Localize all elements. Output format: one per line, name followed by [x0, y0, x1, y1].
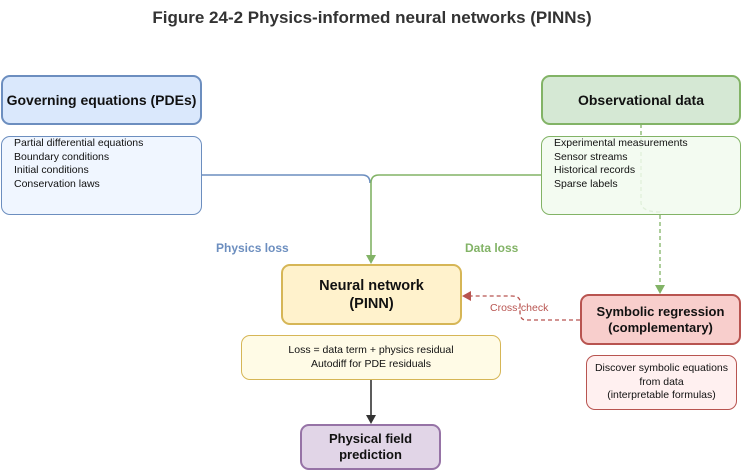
symbolic-detail-line1: Discover symbolic equations — [594, 362, 729, 375]
symbolic-label-line1: Symbolic regression — [596, 303, 725, 319]
observational-data-node[interactable]: Observational data — [541, 75, 741, 125]
figure-title: Figure 24-2 Physics-informed neural netw… — [152, 8, 592, 27]
data-loss-arrowhead — [366, 255, 376, 264]
symbolic-detail-line3: (interpretable formulas) — [607, 389, 716, 402]
pinn-node[interactable]: Neural network (PINN) — [281, 264, 462, 325]
physical-field-prediction-node[interactable]: Physical field prediction — [300, 424, 441, 470]
observational-item: Sparse labels — [554, 177, 618, 190]
pinn-label-line1: Neural network — [319, 277, 424, 294]
symbolic-regression-details: Discover symbolic equations from data (i… — [586, 355, 737, 410]
physics-loss-edge — [202, 174, 371, 184]
observational-item: Experimental measurements — [554, 137, 688, 149]
governing-equations-node[interactable]: Governing equations (PDEs) — [1, 75, 202, 125]
governing-equations-details: Partial differential equations Boundary … — [1, 136, 202, 215]
governing-item: Boundary conditions — [14, 150, 110, 163]
governing-item: Conservation laws — [14, 177, 100, 190]
cross-check-label: Cross-check — [490, 302, 549, 314]
cross-check-edge — [471, 295, 580, 321]
observational-item: Sensor streams — [554, 150, 628, 163]
pinn-detail-line1: Loss = data term + physics residual — [288, 344, 454, 356]
symbolic-detail-line2: from data — [639, 375, 684, 388]
observational-data-details: Experimental measurements Sensor streams… — [541, 136, 741, 215]
observational-item: Historical records — [554, 164, 636, 176]
prediction-label-line2: prediction — [339, 447, 402, 462]
prediction-label-line1: Physical field — [328, 431, 413, 446]
observational-data-label: Observational data — [577, 92, 705, 108]
symbolic-label-line2: (complementary) — [608, 319, 713, 335]
symbolic-arrowhead — [655, 285, 665, 294]
data-loss-edge — [370, 174, 541, 256]
prediction-arrowhead — [366, 415, 376, 424]
cross-check-arrowhead — [462, 291, 471, 301]
physics-loss-label: Physics loss — [216, 241, 289, 255]
pinn-label-line2: (PINN) — [349, 295, 394, 312]
pinn-details: Loss = data term + physics residual Auto… — [241, 335, 501, 380]
governing-item: Partial differential equations — [14, 137, 144, 149]
symbolic-regression-node[interactable]: Symbolic regression (complementary) — [580, 294, 741, 345]
pinn-detail-line2: Autodiff for PDE residuals — [310, 357, 432, 370]
governing-equations-label: Governing equations (PDEs) — [6, 92, 197, 108]
data-loss-label: Data loss — [465, 241, 519, 255]
governing-item: Initial conditions — [14, 164, 89, 176]
